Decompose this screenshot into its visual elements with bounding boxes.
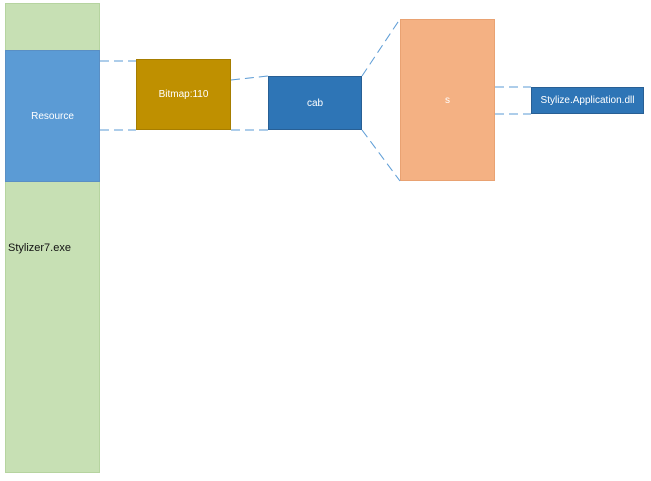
cab-node: cab — [268, 76, 362, 130]
s-label: s — [445, 94, 450, 106]
resource-label: Resource — [31, 110, 74, 122]
bitmap-node: Bitmap:110 — [136, 59, 231, 130]
connector-cab-s-bottom — [361, 129, 401, 182]
cab-label: cab — [306, 97, 324, 109]
connector-cab-s-top — [361, 18, 401, 77]
s-node: s — [400, 19, 495, 181]
connector-bitmap-cab-top — [230, 75, 269, 81]
dll-label: Stylize.Application.dll — [540, 95, 635, 106]
exe-label: Stylizer7.exe — [8, 242, 71, 254]
dll-node: Stylize.Application.dll — [531, 87, 644, 114]
bitmap-label: Bitmap:110 — [158, 89, 209, 100]
resource-node: Resource — [5, 50, 100, 182]
